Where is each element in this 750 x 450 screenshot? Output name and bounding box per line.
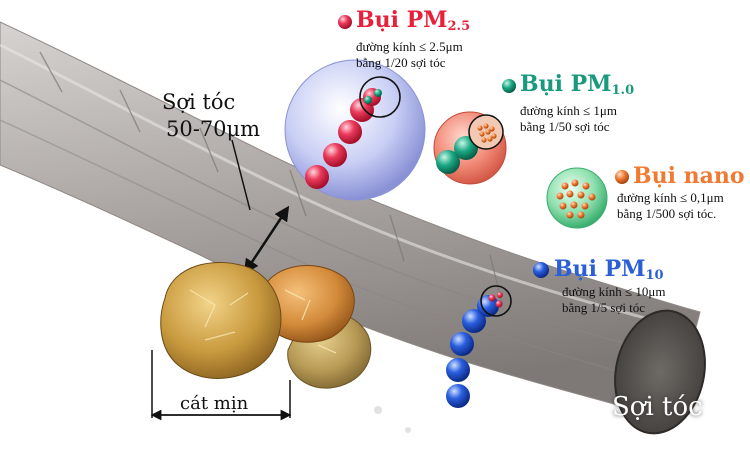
pm25-title-sub: 2.5 (447, 19, 471, 34)
pm1-desc2: bằng 1/50 sợi tóc (520, 119, 610, 134)
nano-desc1: đường kính ≤ 0,1μm (617, 190, 724, 205)
pm25-title-main: Bụi PM (356, 7, 448, 33)
pm10-desc1: đường kính ≤ 10μm (562, 284, 666, 299)
pm10-chain (446, 285, 512, 408)
pm25-desc1: đường kính ≤ 2.5μm (356, 39, 463, 54)
pm1-title: Bụi PM1.0 (520, 72, 634, 103)
nano-desc2: bằng 1/500 sợi tóc. (617, 206, 717, 221)
nano-bullet-icon (615, 170, 629, 184)
pm10-title-sub: 10 (645, 268, 664, 283)
pm25-desc2: bằng 1/20 sợi tóc (356, 55, 446, 70)
pm25-bubble (284, 59, 426, 201)
pm25-bullet-icon (338, 15, 352, 29)
decor-dot (405, 427, 411, 433)
pm1-title-sub: 1.0 (611, 83, 635, 98)
pm1-title-main: Bụi PM (520, 71, 612, 97)
pm1-bullet-icon (502, 79, 516, 93)
sand-dimension (150, 350, 292, 421)
hair-size-label: Sợi tóc 50-70μm (162, 89, 260, 143)
nano-title: Bụi nano (633, 163, 745, 189)
pm10-bullet-icon (533, 262, 549, 278)
hair-label-leader (231, 139, 251, 211)
nano-desc: đường kính ≤ 0,1μm bằng 1/500 sợi tóc. (617, 190, 724, 222)
pm10-desc2: bằng 1/5 sợi tóc (562, 300, 646, 315)
decor-dot (374, 406, 382, 414)
pm1-desc1: đường kính ≤ 1μm (520, 103, 617, 118)
pm10-label: Bụi PM10 (554, 257, 664, 288)
pm1-label: Bụi PM1.0 đường kính ≤ 1μm bằng 1/50 sợi… (520, 72, 634, 135)
hair-diameter-arrow (243, 205, 290, 275)
hair-size-line2: 50-70μm (166, 117, 261, 141)
pm25-title: Bụi PM2.5 (356, 8, 470, 39)
pm1-bubble (433, 111, 507, 185)
nano-label: Bụi nano (633, 164, 745, 188)
pm10-desc: đường kính ≤ 10μm bằng 1/5 sợi tóc (562, 284, 666, 316)
pm10-title-main: Bụi PM (554, 256, 646, 282)
sand-label: cát mịn (180, 393, 249, 414)
pm25-label: Bụi PM2.5 đường kính ≤ 2.5μm bằng 1/20 s… (356, 8, 470, 71)
sand-grains (160, 261, 372, 389)
hair-end-label: Sợi tóc (612, 392, 703, 422)
hair-end-cap (614, 309, 706, 435)
pm10-title: Bụi PM10 (554, 257, 664, 288)
nano-bubble (546, 167, 608, 229)
hair-size-line1: Sợi tóc (162, 90, 236, 114)
